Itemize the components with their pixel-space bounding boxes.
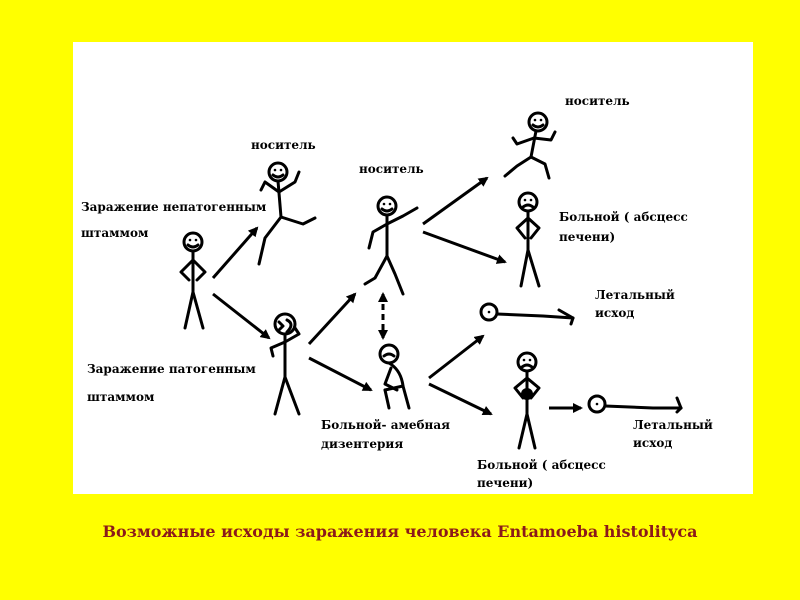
arrow-to-lethal-top [428,334,485,380]
stick-figure-liver-abscess-bottom [513,351,541,450]
label-lethal-top-1: Летальный [595,288,675,302]
diagram-panel: Заражение непатогенным штаммом носитель … [73,42,753,494]
label-lethal-top-2: исход [595,306,635,320]
label-infection-pathogenic-2: штаммом [87,390,155,404]
arrow-to-liver-abscess-top [422,230,507,264]
label-carrier-2: носитель [359,162,424,176]
arrows [211,176,583,416]
arrow-to-liver-abscess-bottom [428,382,493,416]
arrow-to-carrier-2 [307,292,357,346]
stick-figure-lethal-top [479,302,575,326]
arrow-to-dysentery [308,356,373,392]
label-liver-abscess-top-2: печени) [559,230,616,244]
stick-figure-lethal-bottom [587,394,683,414]
arrow-to-carrier-3 [422,176,489,226]
label-carrier-1: носитель [251,138,316,152]
stick-figure-initial [179,231,207,330]
label-infection-nonpathogenic-2: штаммом [81,226,149,240]
stick-figure-carrier-3 [503,111,557,180]
arrow-to-carrier-1 [211,226,259,279]
stick-figure-dysentery [378,343,411,410]
arrow-to-pathogenic [212,292,271,340]
stick-figure-liver-abscess-top [515,191,541,288]
slide-caption: Возможные исходы заражения человека Enta… [102,522,698,541]
label-liver-abscess-top-1: Больной ( абсцесс [559,210,688,224]
label-lethal-bottom-2: исход [633,436,673,450]
diagram-artwork [179,111,683,450]
stick-figure-carrier-2 [363,195,419,296]
label-infection-pathogenic-1: Заражение патогенным [87,362,256,376]
label-dysentery-1: Больной- амебная [321,418,450,432]
label-carrier-3: носитель [565,94,630,108]
stick-figure-infected-pathogenic [269,312,301,416]
label-liver-abscess-bottom-2: печени) [477,476,534,490]
stick-figure-carrier-1 [257,161,317,266]
label-dysentery-2: дизентерия [321,437,404,451]
label-infection-nonpathogenic-1: Заражение непатогенным [81,200,267,214]
label-liver-abscess-bottom-1: Больной ( абсцесс [477,458,606,472]
label-lethal-bottom-1: Летальный [633,418,713,432]
